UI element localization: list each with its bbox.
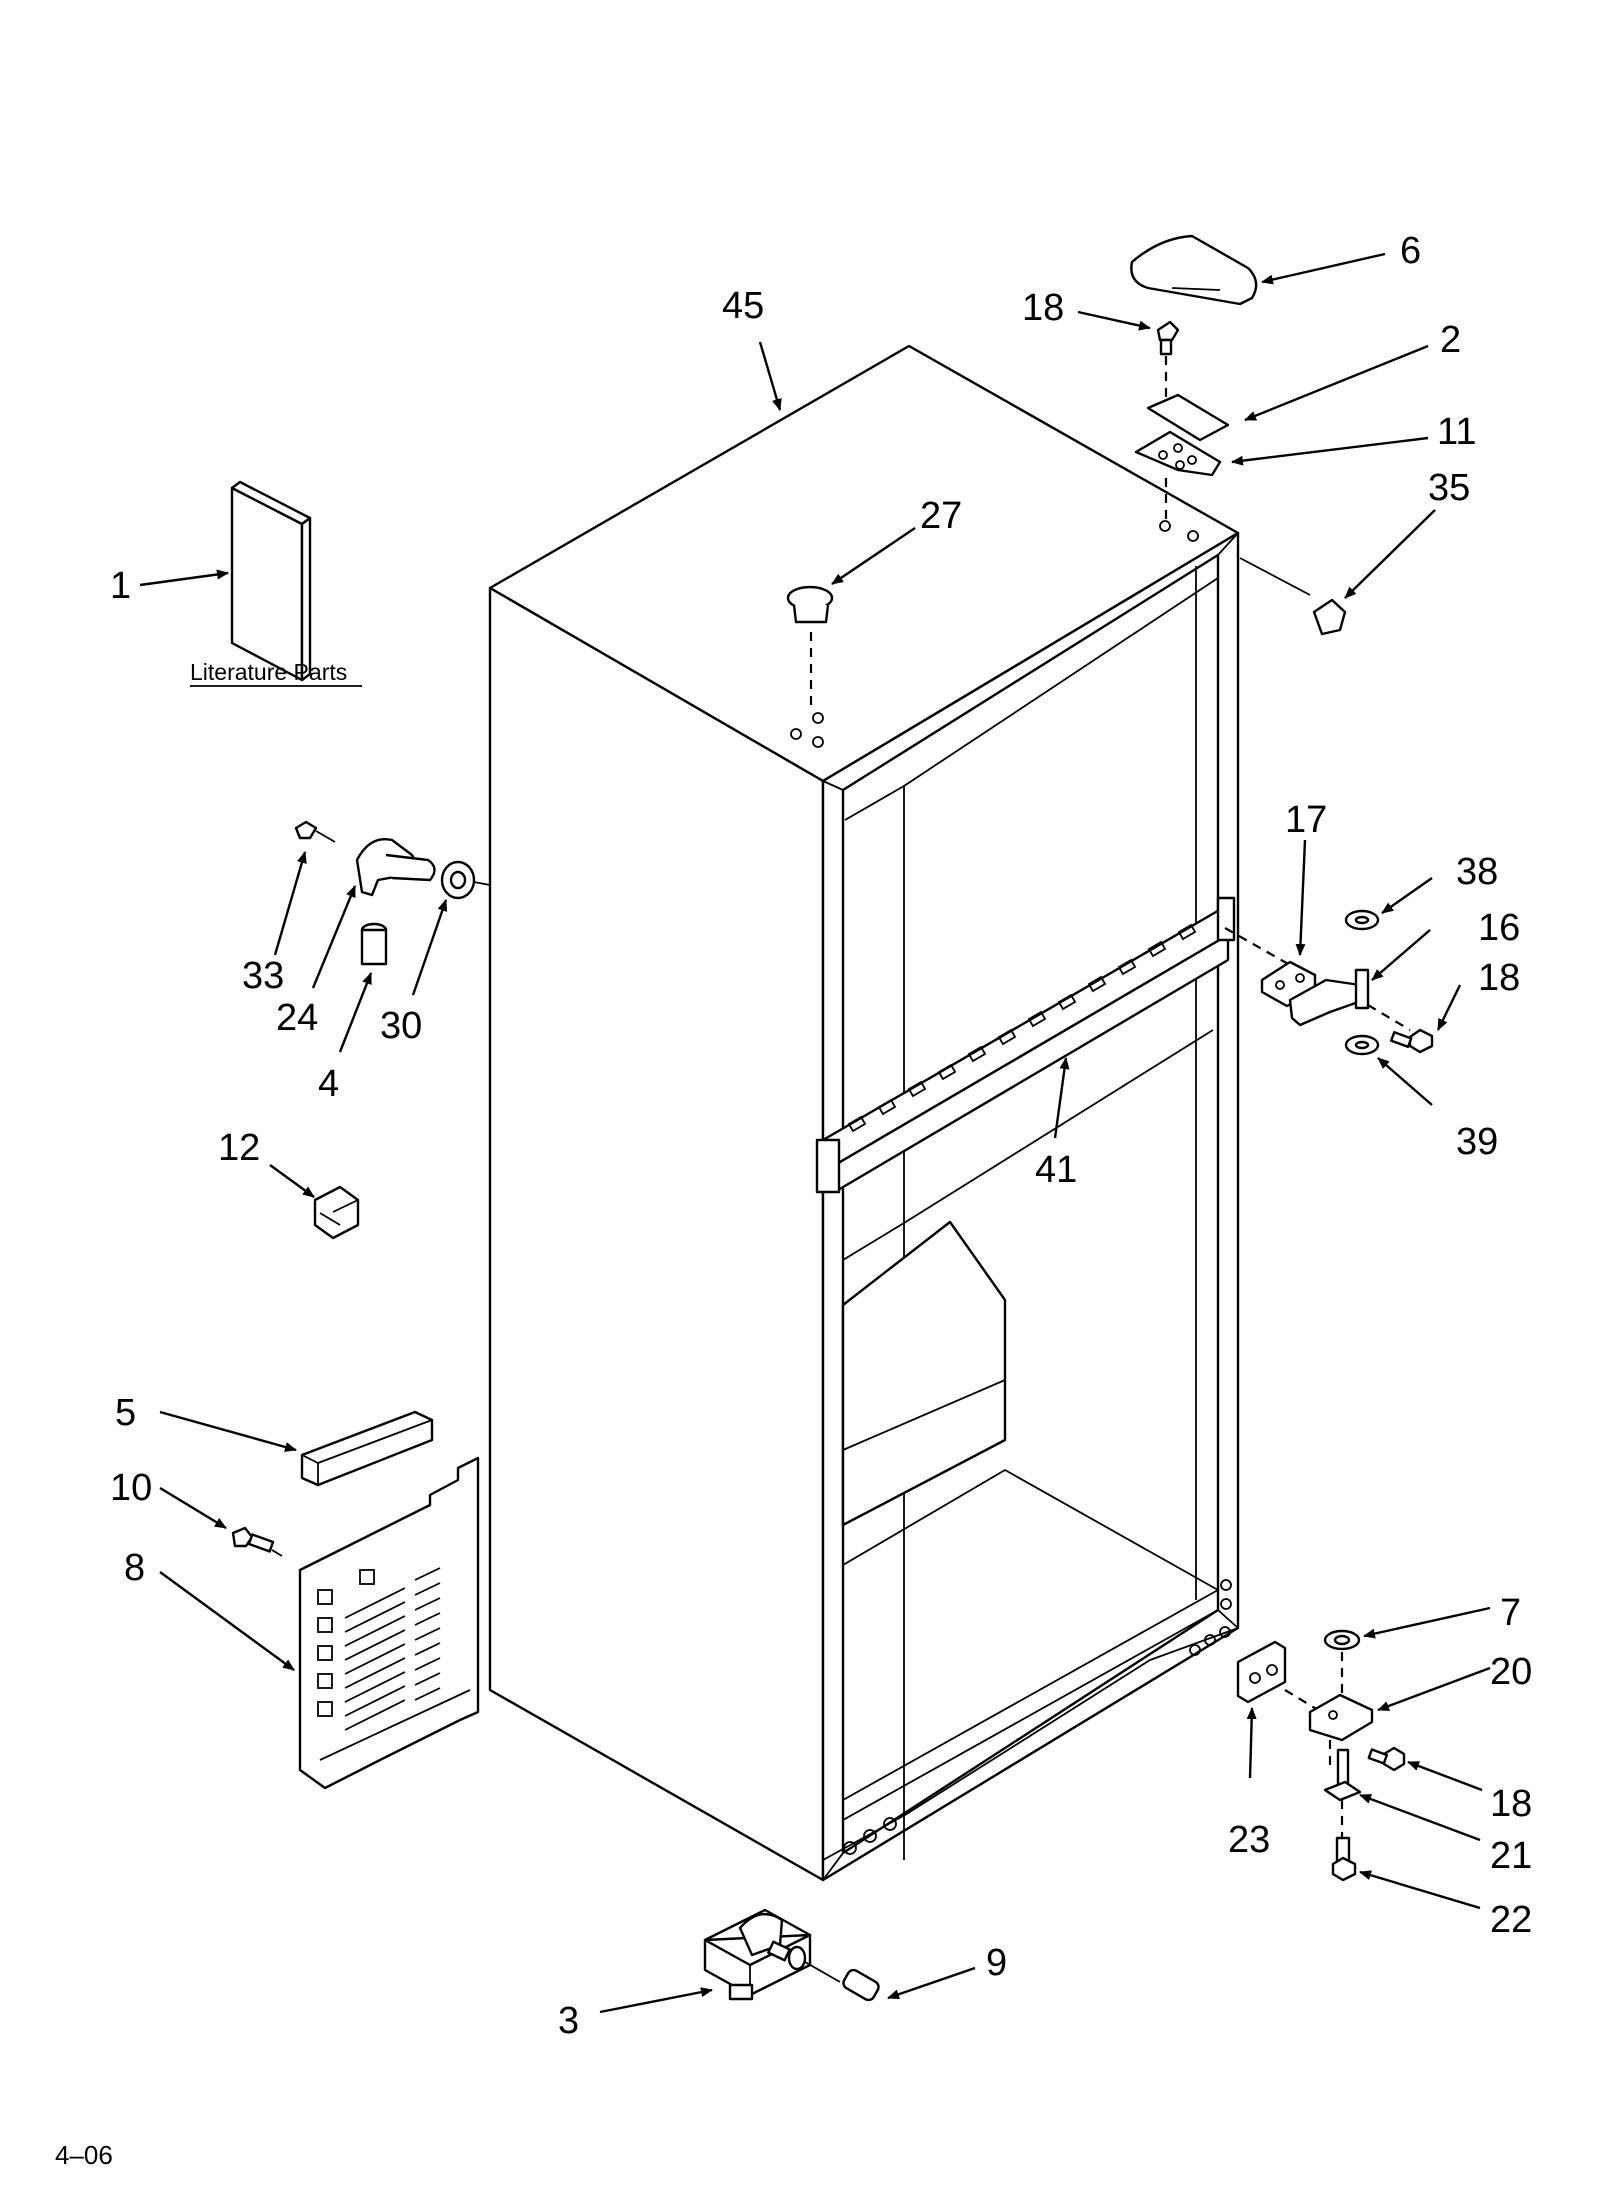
callout-18-middle: 18 bbox=[1478, 957, 1520, 999]
callout-23: 23 bbox=[1228, 1819, 1270, 1861]
cabinet-shell bbox=[488, 344, 1240, 1882]
clip-12 bbox=[313, 1185, 360, 1240]
callout-1: 1 bbox=[110, 565, 131, 607]
cabinet-side-face bbox=[488, 586, 825, 1882]
center-rail bbox=[815, 896, 1236, 1194]
callout-10: 10 bbox=[110, 1467, 152, 1509]
callout-18-bottom: 18 bbox=[1490, 1783, 1532, 1825]
literature-booklet bbox=[230, 480, 312, 682]
callout-41: 41 bbox=[1035, 1149, 1077, 1191]
hinge-cover-6 bbox=[1130, 234, 1258, 306]
callout-22: 22 bbox=[1490, 1899, 1532, 1941]
callout-2: 2 bbox=[1440, 319, 1461, 361]
callout-9: 9 bbox=[986, 1942, 1007, 1984]
callout-39: 39 bbox=[1456, 1121, 1498, 1163]
callout-7: 7 bbox=[1500, 1592, 1521, 1634]
callout-11: 11 bbox=[1437, 411, 1476, 453]
screw-10 bbox=[231, 1526, 283, 1557]
callout-35: 35 bbox=[1428, 467, 1470, 509]
plug-27 bbox=[786, 585, 834, 705]
callout-27: 27 bbox=[920, 495, 962, 537]
callout-38: 38 bbox=[1456, 851, 1498, 893]
callout-4: 4 bbox=[318, 1063, 339, 1105]
footer-revision-code: 4–06 bbox=[55, 2140, 113, 2170]
seal-strip-5 bbox=[300, 1410, 434, 1487]
interior-step bbox=[841, 1220, 1007, 1527]
callout-21: 21 bbox=[1490, 1835, 1532, 1877]
callout-30: 30 bbox=[380, 1005, 422, 1047]
leader-lines bbox=[139, 252, 1491, 2014]
callout-24: 24 bbox=[276, 997, 318, 1039]
center-hinge-assembly bbox=[1224, 909, 1434, 1056]
callout-17: 17 bbox=[1285, 799, 1327, 841]
top-hinge-assembly bbox=[1134, 320, 1230, 520]
callout-6: 6 bbox=[1400, 230, 1421, 272]
callout-16: 16 bbox=[1478, 907, 1520, 949]
callout-8: 8 bbox=[124, 1547, 145, 1589]
left-hinge-parts bbox=[294, 820, 491, 966]
access-panel-8 bbox=[298, 1456, 480, 1790]
callout-12: 12 bbox=[218, 1127, 260, 1169]
callout-33: 33 bbox=[242, 955, 284, 997]
door-stop-35 bbox=[1239, 557, 1347, 636]
callout-20: 20 bbox=[1490, 1651, 1532, 1693]
callout-5: 5 bbox=[115, 1392, 136, 1434]
callout-18-top: 18 bbox=[1022, 287, 1064, 329]
callout-labels: 45 6 18 2 11 35 27 1 33 24 30 4 12 5 10 … bbox=[110, 230, 1532, 2042]
bottom-hinge-assembly bbox=[1236, 1629, 1406, 1882]
literature-parts-label: Literature Parts bbox=[190, 659, 347, 685]
callout-45: 45 bbox=[722, 285, 764, 327]
leveler-assembly bbox=[703, 1908, 880, 2002]
callout-3: 3 bbox=[558, 2000, 579, 2042]
